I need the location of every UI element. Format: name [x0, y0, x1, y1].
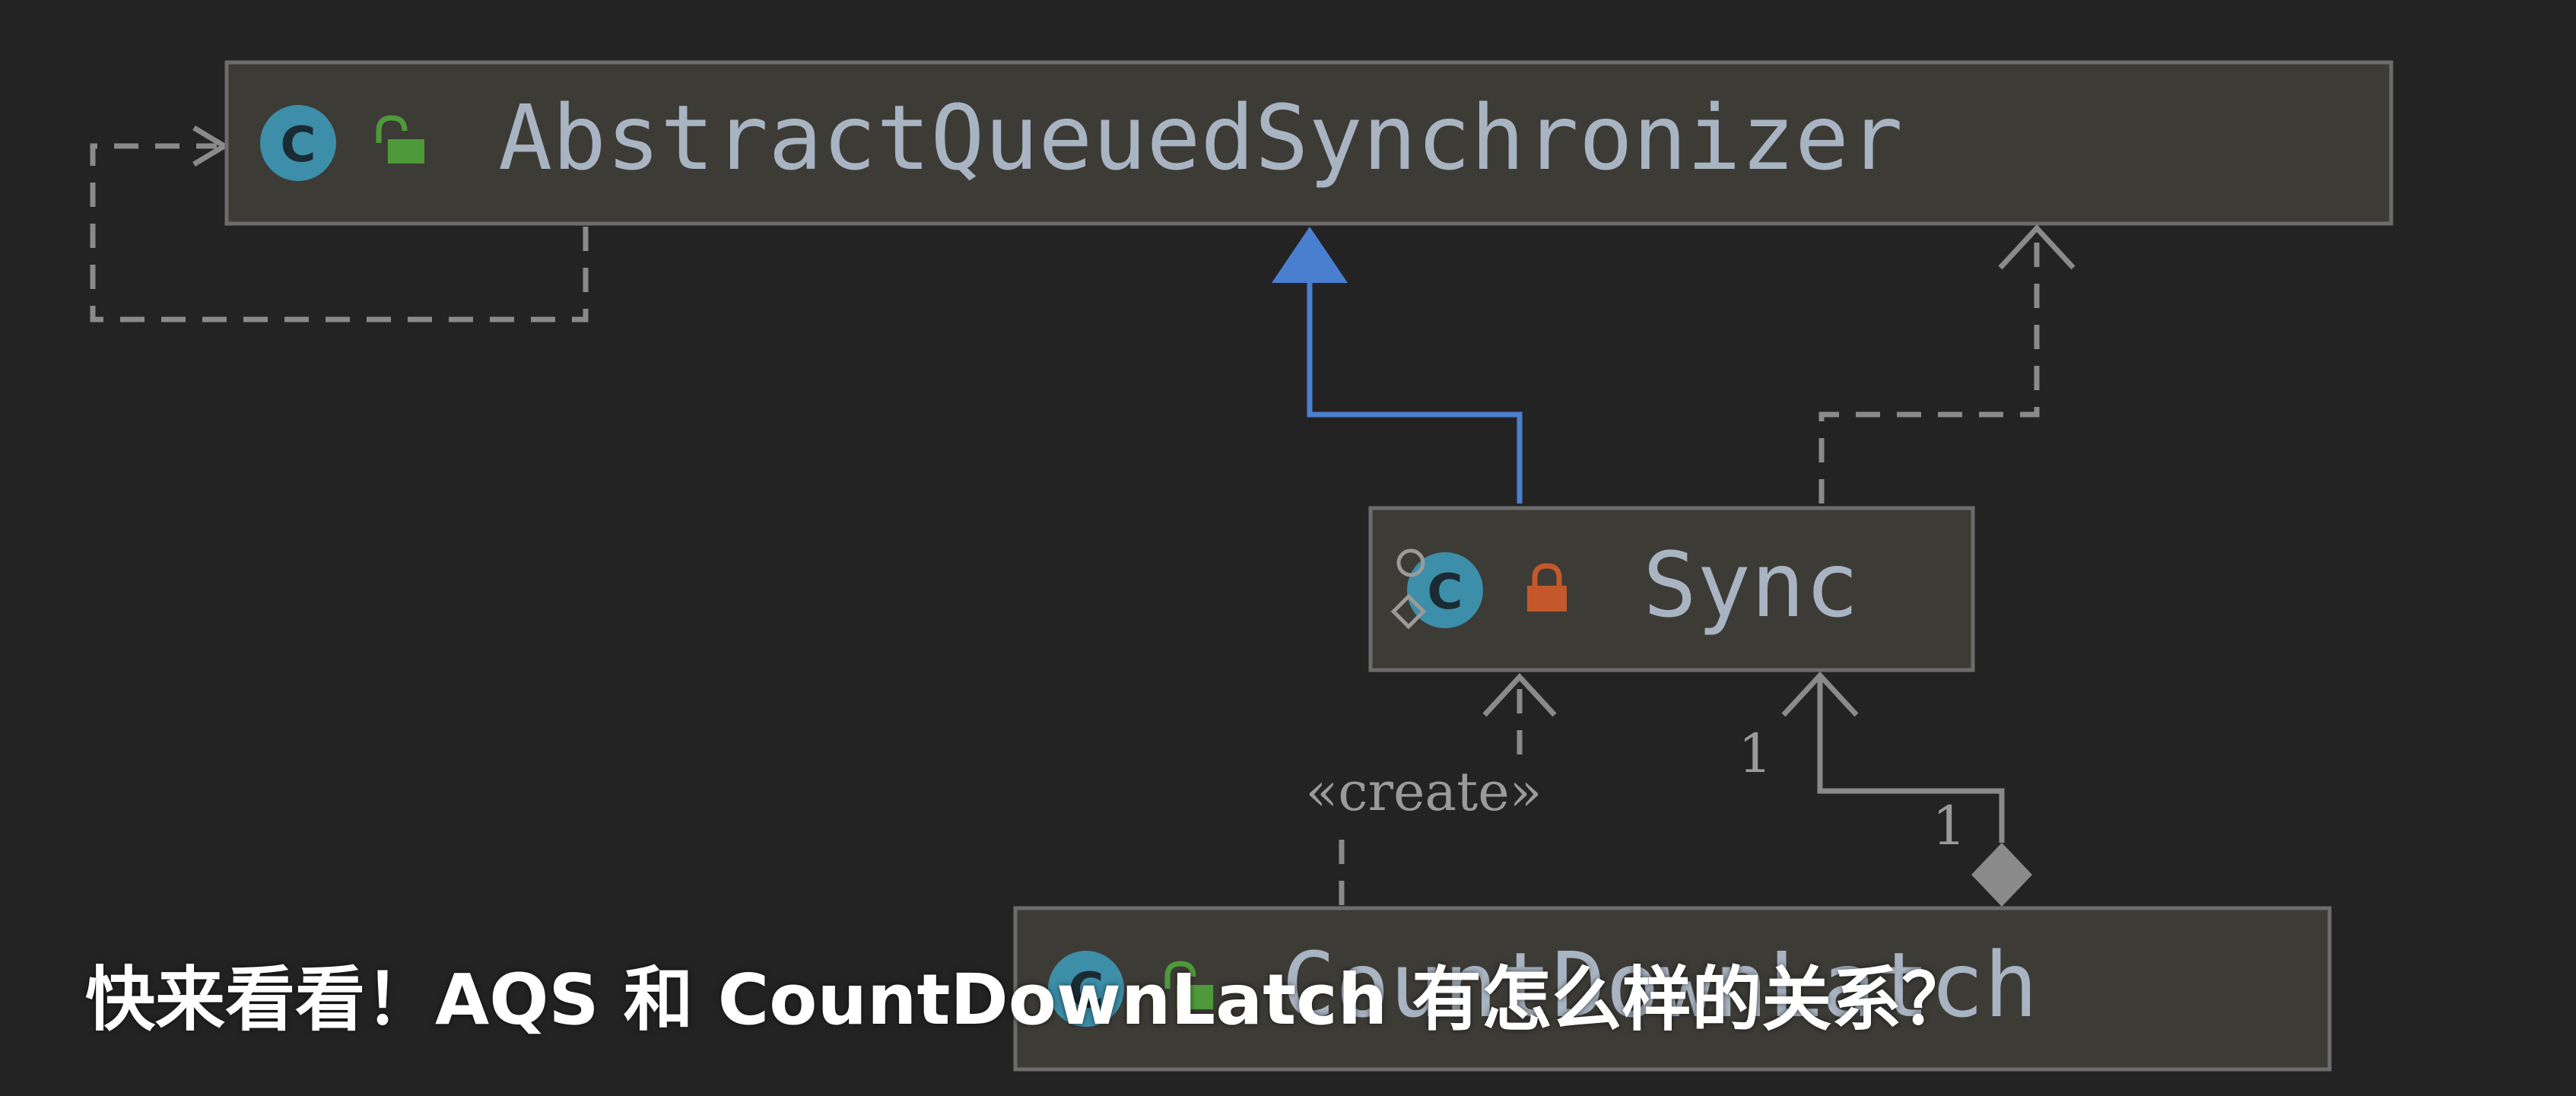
composition-diamond	[1971, 843, 2032, 907]
inheritance-arrowhead	[1272, 227, 1348, 283]
class-name-countdownlatch: CountDownLatch	[1282, 932, 2038, 1037]
create-dependency: «create»	[1263, 672, 1578, 905]
class-icon-letter: C	[281, 117, 316, 173]
static-marker-icon	[1390, 548, 1427, 630]
class-box-countdownlatch[interactable]: C CountDownLatch	[1013, 906, 2332, 1072]
class-icon-letter: C	[1069, 963, 1104, 1019]
self-dependency-arrowhead	[192, 125, 230, 167]
dependency-arrowhead	[1998, 224, 2076, 270]
dependency-line	[1818, 234, 2040, 504]
lock-icon	[1527, 563, 1567, 612]
composition-association: 1 1	[1738, 671, 2032, 907]
class-box-countdownlatch-frame	[1013, 906, 2332, 1072]
multiplicity-source-label: 1	[1932, 795, 1966, 857]
composition-line	[1817, 677, 2005, 843]
class-box-aqs-frame	[224, 60, 2393, 226]
composition-arrowhead	[1781, 671, 1859, 717]
unlock-icon	[1164, 961, 1213, 1009]
unlock-icon	[376, 115, 424, 164]
video-caption: 快来看看！AQS 和 CountDownLatch 有怎么样的关系？	[85, 959, 1972, 1040]
create-dependency-arrowhead	[1482, 672, 1557, 717]
aqs-self-dependency	[90, 125, 589, 322]
class-icon	[1048, 951, 1124, 1027]
multiplicity-target-label: 1	[1738, 723, 1772, 785]
class-icon	[260, 105, 336, 181]
create-stereotype-label: «create»	[1305, 761, 1542, 823]
class-icon	[1407, 552, 1483, 628]
create-label-background	[1263, 764, 1578, 825]
dependency-sync-to-aqs	[1818, 224, 2076, 504]
inheritance-line	[1307, 280, 1523, 504]
class-box-sync[interactable]: C Sync	[1368, 506, 1975, 672]
self-dependency-line	[90, 143, 589, 322]
class-name-aqs: AbstractQueuedSynchronizer	[498, 85, 1903, 190]
inheritance-sync-to-aqs	[1272, 227, 1523, 504]
class-box-aqs[interactable]: C AbstractQueuedSynchronizer	[224, 60, 2393, 226]
class-name-sync: Sync	[1643, 532, 1859, 637]
class-icon-letter: C	[1428, 564, 1463, 621]
